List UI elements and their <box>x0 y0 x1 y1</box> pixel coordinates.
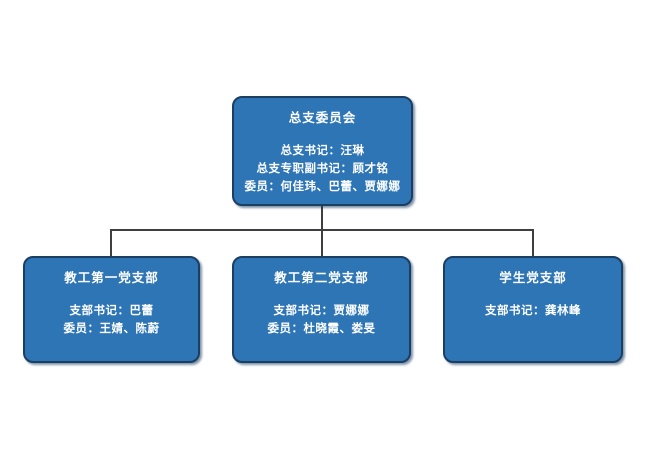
org-node-branch1[interactable]: 教工第一党支部 支部书记：巴蕾 委员：王婧、陈蔚 <box>23 256 200 363</box>
node-title: 教工第二党支部 <box>274 270 369 285</box>
node-line-deputy-secretary: 总支专职副书记：顾才铭 <box>256 161 389 175</box>
node-body: 支部书记：龚林峰 <box>445 301 621 319</box>
connector-root-down <box>321 206 323 231</box>
node-body: 支部书记：巴蕾 委员：王婧、陈蔚 <box>25 301 198 337</box>
node-line-members: 委员：何佳玮、巴蕾、贾娜娜 <box>244 179 401 193</box>
node-body: 总支书记：汪琳 总支专职副书记：顾才铭 委员：何佳玮、巴蕾、贾娜娜 <box>234 141 411 195</box>
connector-child1-down <box>110 229 112 257</box>
org-node-branch3[interactable]: 学生党支部 支部书记：龚林峰 <box>443 256 623 363</box>
node-line-secretary: 支部书记：龚林峰 <box>485 303 581 317</box>
org-node-branch2[interactable]: 教工第二党支部 支部书记：贾娜娜 委员：杜晓霞、娄旻 <box>232 256 411 363</box>
connector-child3-down <box>532 229 534 257</box>
node-line-secretary: 总支书记：汪琳 <box>280 143 365 157</box>
node-title: 学生党支部 <box>499 270 567 285</box>
node-title: 教工第一党支部 <box>64 270 159 285</box>
org-node-root[interactable]: 总支委员会 总支书记：汪琳 总支专职副书记：顾才铭 委员：何佳玮、巴蕾、贾娜娜 <box>232 96 413 206</box>
node-title: 总支委员会 <box>288 110 357 125</box>
connector-child2-down <box>321 229 323 257</box>
node-line-members: 委员：王婧、陈蔚 <box>63 321 160 335</box>
node-line-secretary: 支部书记：巴蕾 <box>69 303 154 317</box>
node-line-members: 委员：杜晓霞、娄旻 <box>267 321 376 335</box>
node-line-secretary: 支部书记：贾娜娜 <box>273 303 370 317</box>
node-body: 支部书记：贾娜娜 委员：杜晓霞、娄旻 <box>234 301 409 337</box>
